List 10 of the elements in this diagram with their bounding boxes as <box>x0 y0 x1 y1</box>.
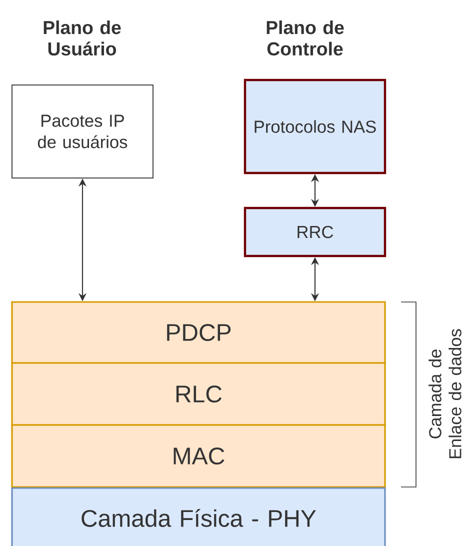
layer-band: PDCP <box>11 301 386 364</box>
protocol-box: Protocolos NAS <box>244 78 386 174</box>
layer-band: RLC <box>11 362 386 426</box>
bracket-label: Camada de Enlace de dados <box>428 329 462 458</box>
column-heading: Plano de Usuário <box>44 20 121 56</box>
layer-band: Camada Física - PHY <box>11 487 386 546</box>
packet-box: Pacotes IP de usuários <box>12 84 154 178</box>
column-heading: Plano de Controle <box>266 20 344 56</box>
layer-band: MAC <box>11 424 386 488</box>
protocol-box: RRC <box>244 206 386 258</box>
